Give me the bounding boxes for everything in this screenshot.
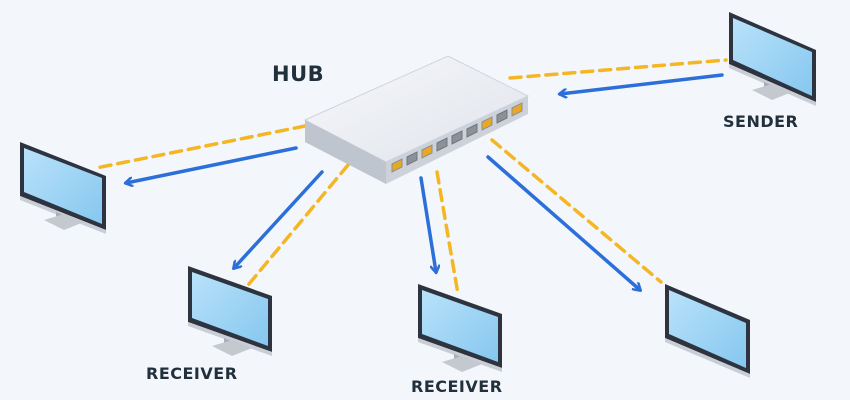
receiver-monitor-2	[418, 284, 502, 372]
arrow-to-left	[126, 146, 298, 183]
arrow-to-receiver-2	[419, 176, 436, 272]
arrow-to-right	[486, 155, 640, 290]
sender-monitor	[729, 12, 816, 106]
cable-receiver-1	[242, 163, 350, 292]
arrow-from-sender	[560, 73, 724, 94]
receiver-label-2: RECEIVER	[411, 377, 503, 396]
left-monitor	[20, 142, 106, 234]
sender-label: SENDER	[723, 112, 799, 131]
hub-device	[303, 55, 530, 184]
right-monitor	[665, 284, 750, 378]
hub-ports	[391, 102, 523, 173]
cable-right	[490, 138, 663, 284]
receiver-monitor-1	[188, 266, 272, 356]
signal-arrows	[126, 73, 724, 290]
cables	[94, 58, 728, 296]
cable-left	[94, 124, 307, 170]
hub-label: HUB	[272, 62, 325, 86]
arrow-to-receiver-1	[234, 170, 324, 268]
receiver-label-1: RECEIVER	[146, 364, 238, 383]
cable-sender	[508, 58, 728, 80]
cable-receiver-2	[435, 170, 460, 296]
